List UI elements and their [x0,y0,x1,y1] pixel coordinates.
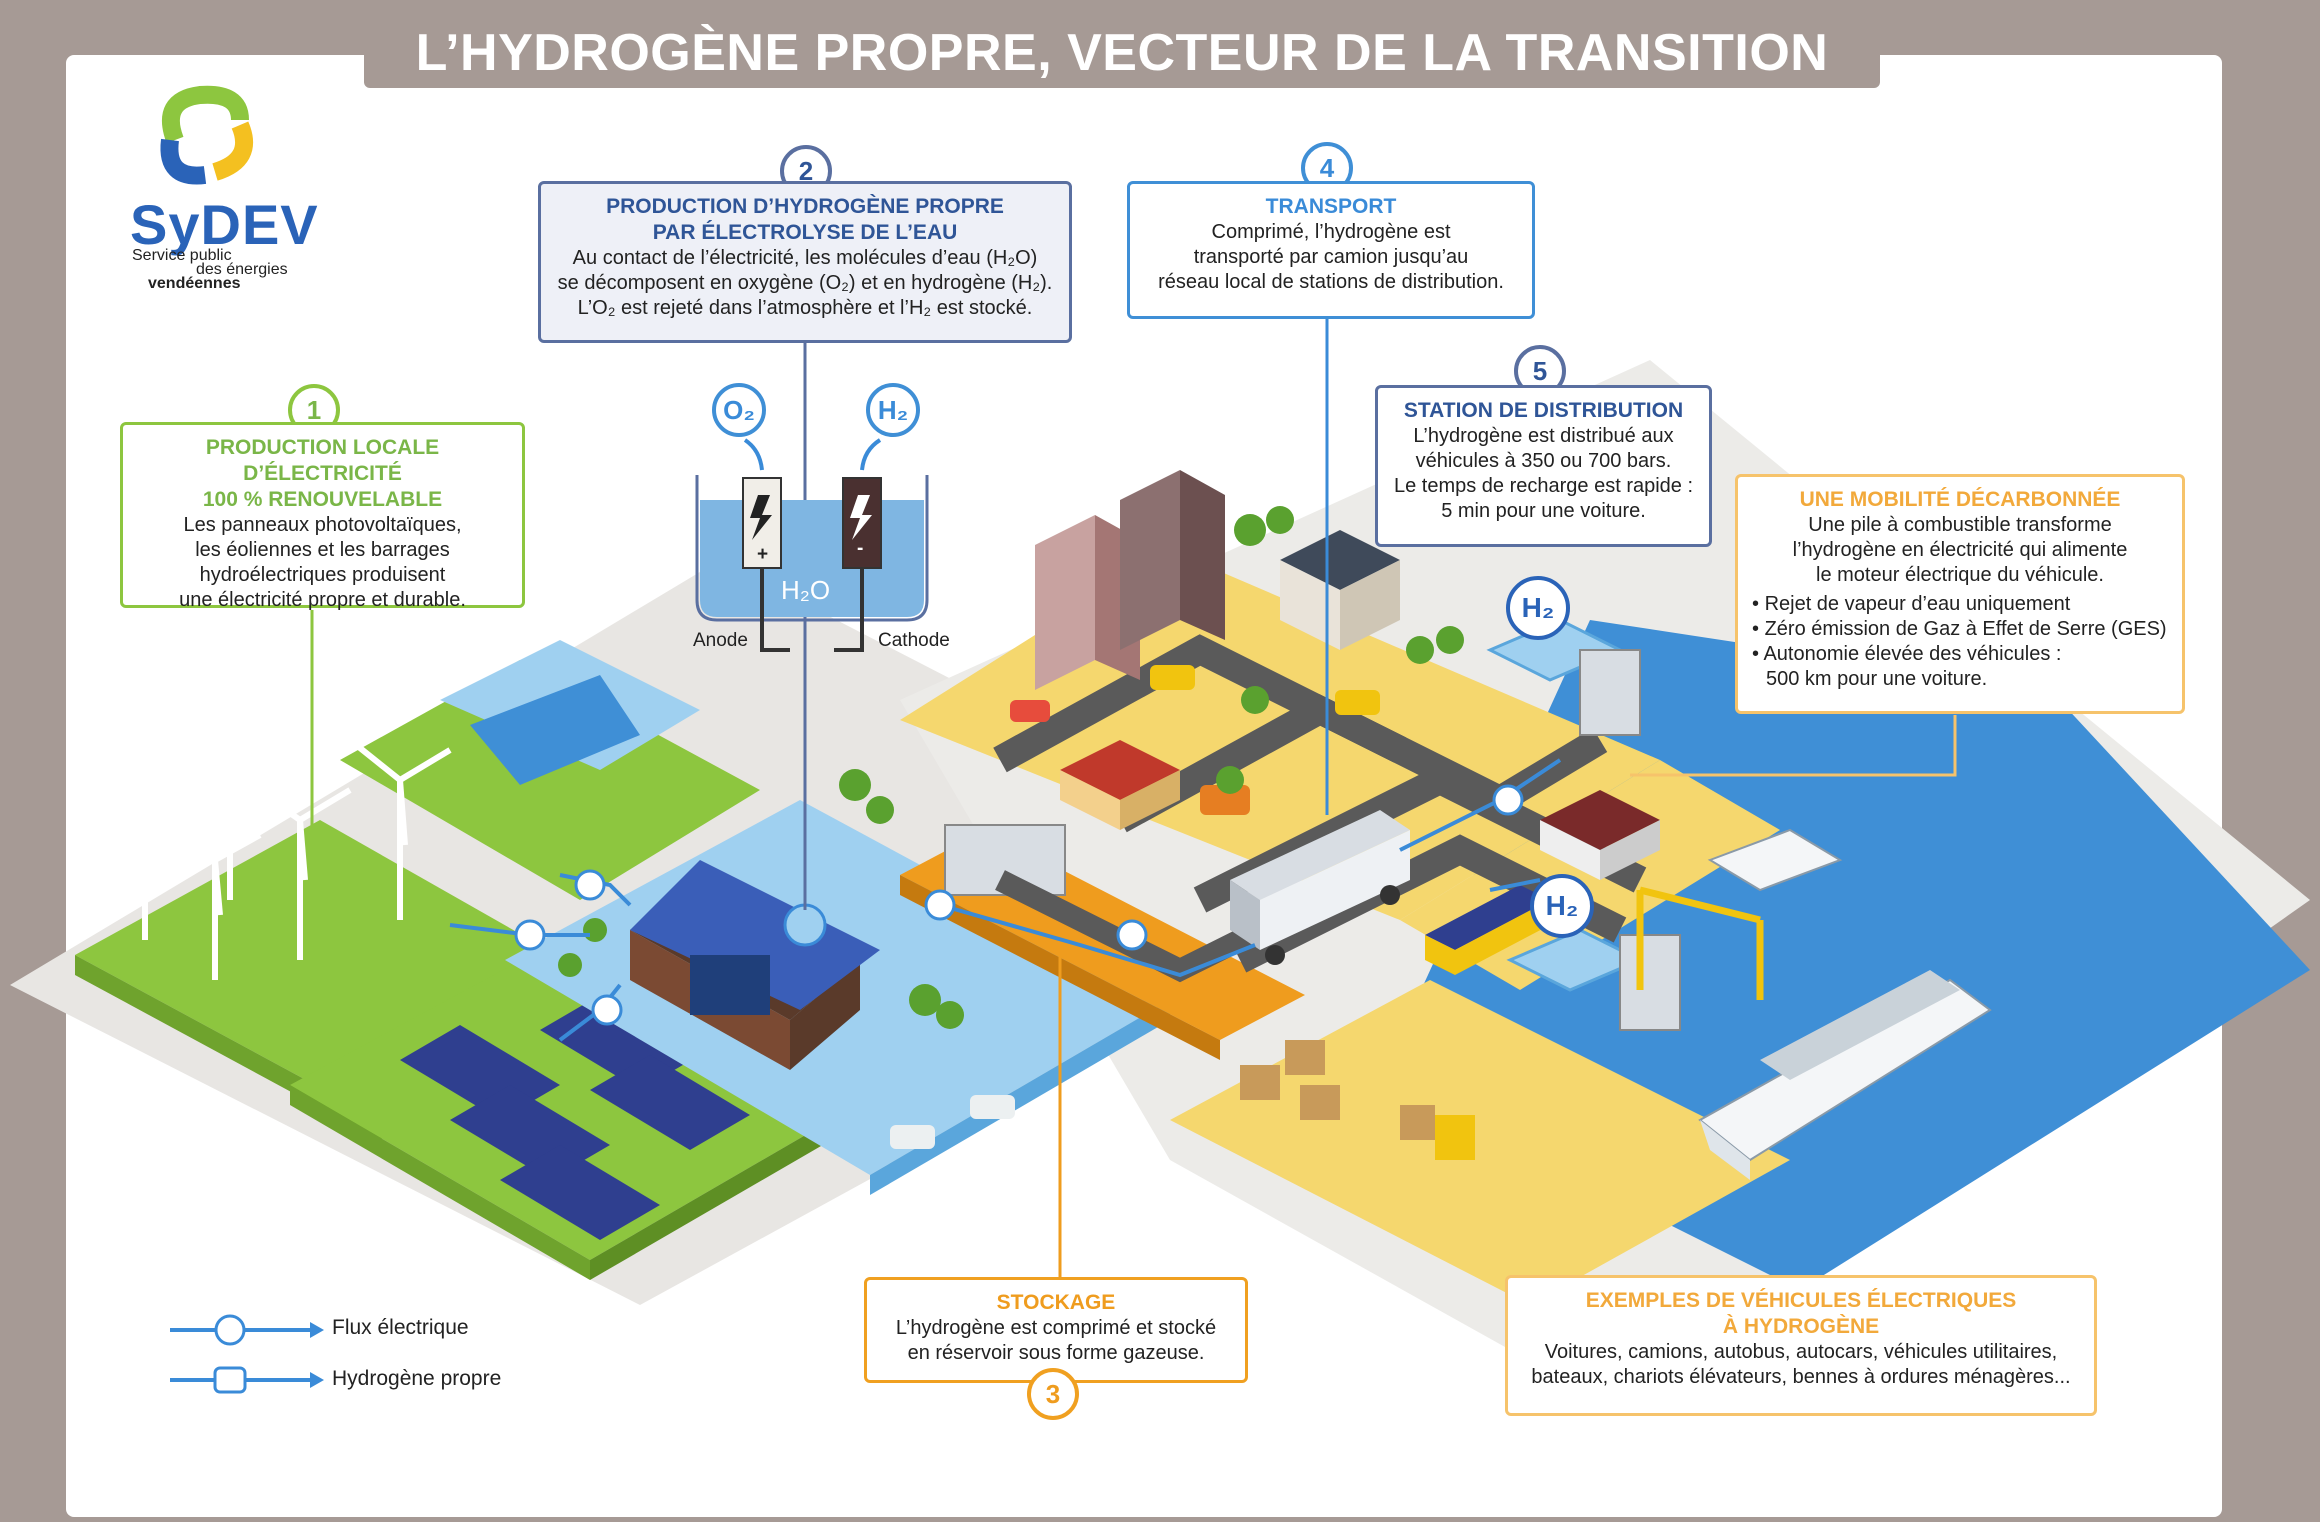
ships [1698,828,1992,1180]
h2-icon: H₂ [866,383,920,437]
step-4-line: transporté par camion jusqu’au [1193,246,1469,268]
step-1-line: hydroélectriques produisent [199,564,446,586]
step-3-box: STOCKAGE L’hydrogène est comprimé et sto… [864,1277,1248,1383]
step-2-line: se décomposent en oxygène (O₂) et en hyd… [557,272,1053,294]
logo-sub-2: des énergies [196,261,288,278]
mobility-bullet-cont: 500 km pour une voiture. [1766,668,1988,690]
step-1-line: les éoliennes et les barrages [195,539,450,561]
water-label: H₂O [781,575,831,605]
cathode-sign: - [857,538,864,559]
mobility-bullet: • Zéro émission de Gaz à Effet de Serre … [1752,618,2167,640]
solar-panels [400,995,750,1240]
step-4-line: réseau local de stations de distribution… [1158,271,1504,293]
logo-sub-1: Service public [132,247,232,264]
flow-badges [514,784,1524,1026]
forklift [1435,1115,1475,1160]
o2-icon: O₂ [712,383,766,437]
cars [890,665,1380,1149]
station-h2-badge: H₂ [1506,576,1570,640]
port-crane [1636,886,1764,1000]
mobility-line: Une pile à combustible transforme [1808,514,2112,536]
step-1-title-2: 100 % RENOUVELABLE [202,488,443,511]
step-3-number: 3 [1027,1368,1079,1420]
step-2-line: L’O₂ est rejeté dans l’atmosphère et l’H… [577,297,1033,319]
step-2-line: Au contact de l’électricité, les molécul… [572,247,1038,269]
hydrogen-truck [1230,810,1410,965]
crates [1240,1040,1435,1140]
examples-title-1: EXEMPLES DE VÉHICULES ÉLECTRIQUES [1585,1289,2017,1312]
examples-line: Voitures, camions, autobus, autocars, vé… [1544,1341,2058,1363]
step-4-box: TRANSPORT Comprimé, l’hydrogène est tran… [1127,181,1535,319]
step-5-box: STATION DE DISTRIBUTION L’hydrogène est … [1375,385,1712,547]
step-1-title-1: PRODUCTION LOCALE D’ÉLECTRICITÉ [205,436,440,485]
town-buildings [1035,470,1400,830]
step-3-line: L’hydrogène est comprimé et stocké [895,1317,1217,1339]
legend-glyphs [170,1314,324,1394]
examples-box: EXEMPLES DE VÉHICULES ÉLECTRIQUES À HYDR… [1505,1275,2097,1416]
step-5-line: L’hydrogène est distribué aux [1413,425,1674,447]
logo-sub-3: vendéennes [148,275,241,292]
page-title: L’HYDROGÈNE PROPRE, VECTEUR DE LA TRANSI… [364,18,1880,152]
wind-turbines [93,707,452,980]
legend-hydrogen-label: Hydrogène propre [332,1367,502,1390]
logo-wordmark: SyDEV [130,193,319,256]
step-3-line: en réservoir sous forme gazeuse. [907,1342,1205,1364]
bus-station-h2-badge: H₂ [1530,874,1594,938]
hydro-hill [340,660,760,900]
gas-arrows [743,438,882,471]
mobility-box: UNE MOBILITÉ DÉCARBONNÉE Une pile à comb… [1735,474,2185,714]
mobility-bullet-text: Zéro émission de Gaz à Effet de Serre (G… [1764,618,2167,640]
step-4-title: TRANSPORT [1265,195,1397,218]
connector-mobility [1630,715,1957,777]
bus [1425,885,1550,975]
step-5-title: STATION DE DISTRIBUTION [1403,399,1684,422]
anode-label: Anode [693,630,748,651]
mobility-bullet: • Autonomie élevée des véhicules : [1752,643,2062,665]
step-5-line: Le temps de recharge est rapide : [1393,475,1694,497]
step-3-title: STOCKAGE [996,1291,1116,1314]
electrolysis-tank [695,475,929,652]
step-5-line: 5 min pour une voiture. [1441,500,1646,522]
cathode-label: Cathode [878,630,950,651]
step-5-line: véhicules à 350 ou 700 bars. [1415,450,1672,472]
mobility-line: l’hydrogène en électricité qui alimente [1792,539,2128,561]
mobility-title: UNE MOBILITÉ DÉCARBONNÉE [1799,488,2121,511]
examples-line: bateaux, chariots élévateurs, bennes à o… [1531,1366,2071,1388]
mobility-line: le moteur électrique du véhicule. [1816,564,2104,586]
stations [1486,618,1681,1031]
mobility-bullet: • Rejet de vapeur d’eau uniquement [1752,593,2071,615]
step-2-title-2: PAR ÉLECTROLYSE DE L’EAU [652,221,958,244]
step-1-line: Les panneaux photovoltaïques, [183,514,462,536]
legend-flux-label: Flux électrique [332,1316,469,1339]
trees [558,506,1464,1029]
step-4-line: Comprimé, l’hydrogène est [1211,221,1451,243]
mobility-bullet-text: Rejet de vapeur d’eau uniquement [1764,593,2071,615]
logo-swirl-icon [160,85,253,185]
examples-title-2: À HYDROGÈNE [1722,1315,1880,1338]
step-1-box: PRODUCTION LOCALE D’ÉLECTRICITÉ 100 % RE… [120,422,525,611]
step-2-box: PRODUCTION D’HYDROGÈNE PROPRE PAR ÉLECTR… [538,181,1072,343]
step-1-line: une électricité propre et durable. [179,589,466,611]
mobility-bullet-text: Autonomie élevée des véhicules : [1763,643,2062,665]
anode-sign: + [757,544,769,565]
solar-field [290,950,840,1260]
step-2-title-1: PRODUCTION D’HYDROGÈNE PROPRE [606,195,1004,218]
